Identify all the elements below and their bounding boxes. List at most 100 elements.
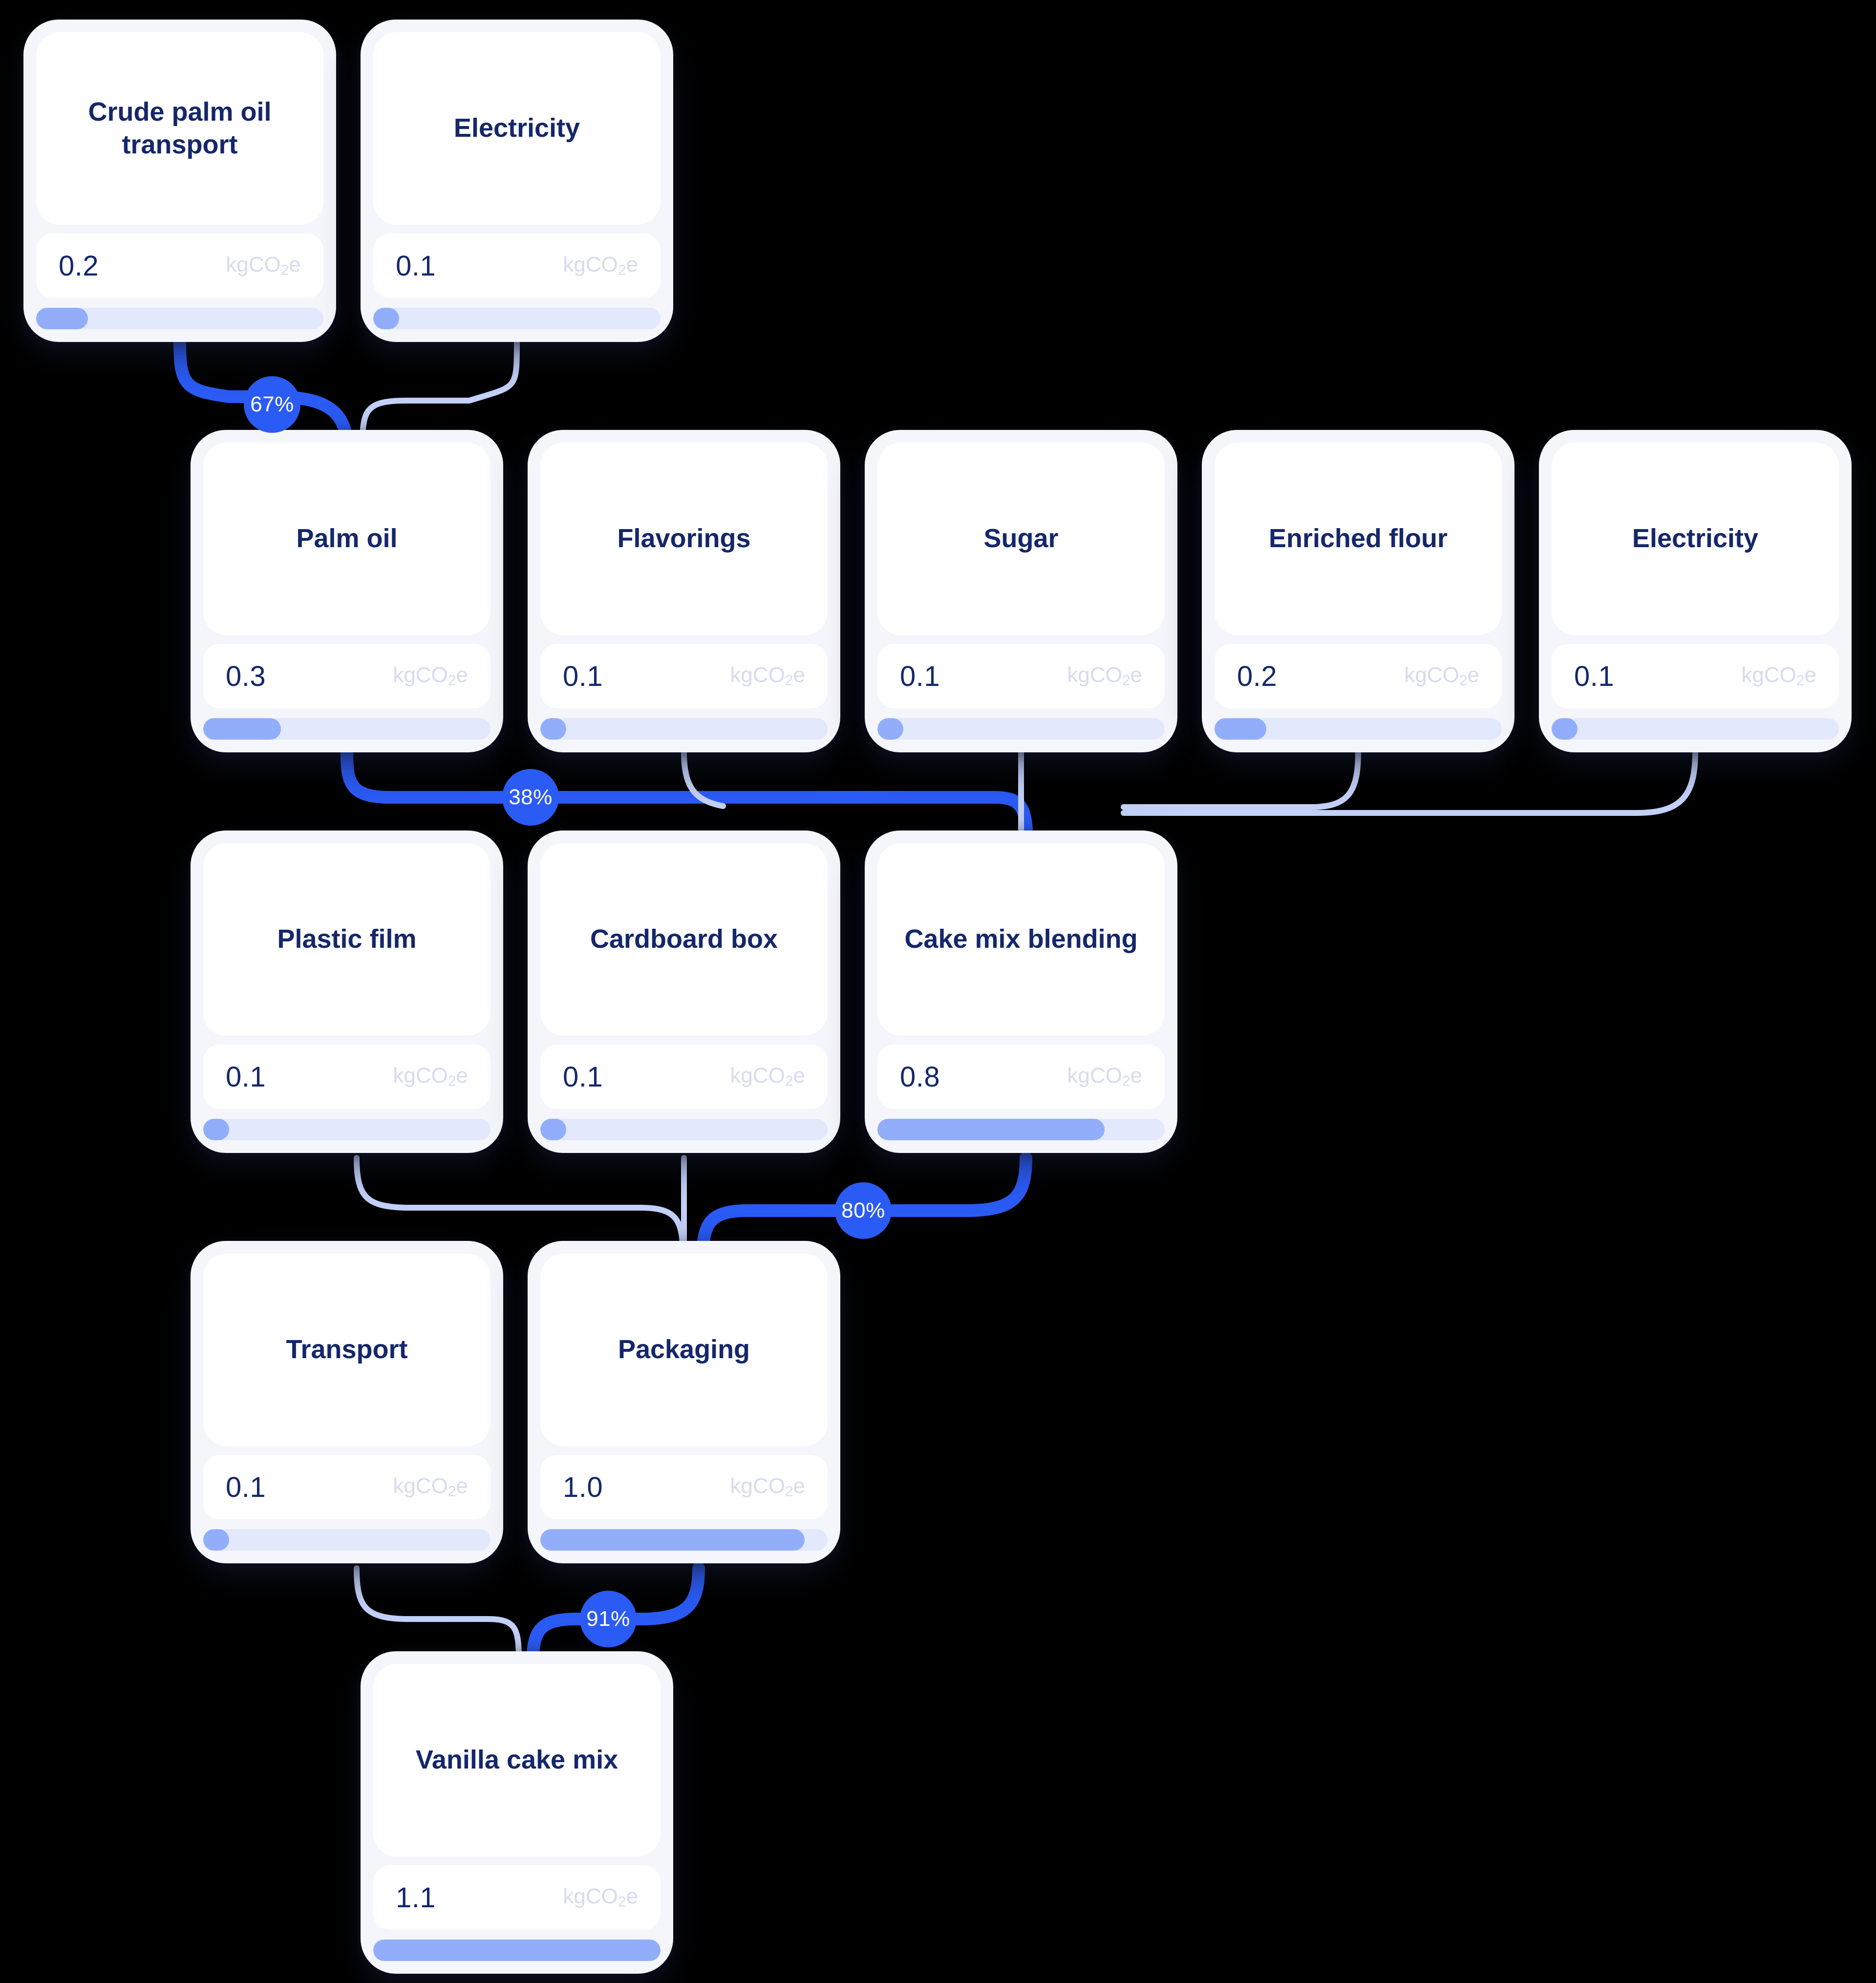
node-value-panel: 0.3 kgCO2e [203, 644, 490, 708]
emission-bar-fill [540, 718, 566, 740]
node-value: 0.1 [226, 1061, 266, 1093]
node-value-panel: 1.0 kgCO2e [540, 1455, 828, 1519]
node-title: Sugar [877, 443, 1165, 635]
node-cake-mix-blending[interactable]: Cake mix blending 0.8 kgCO2e [865, 831, 1177, 1153]
edge-percent-badge-38[interactable]: 38% [502, 769, 559, 826]
node-value-panel: 0.2 kgCO2e [1215, 644, 1502, 708]
node-value-panel: 1.1 kgCO2e [373, 1865, 661, 1930]
emission-bar [877, 718, 1165, 740]
emission-bar-fill [36, 308, 88, 329]
node-value: 0.1 [226, 1471, 266, 1503]
node-title: Palm oil [203, 443, 490, 635]
edge-electricity-to-palm-oil [359, 339, 520, 457]
emission-bar [1215, 718, 1502, 740]
node-unit: kgCO2e [563, 1884, 638, 1910]
emission-bar [877, 1119, 1165, 1140]
node-unit: kgCO2e [730, 663, 805, 689]
emission-bar-fill [877, 718, 903, 740]
node-unit: kgCO2e [730, 1064, 805, 1089]
emission-bar-fill [373, 1940, 661, 1961]
node-title: Plastic film [203, 843, 490, 1036]
emission-bar [36, 308, 323, 329]
edge-percent-badge-67[interactable]: 67% [244, 376, 300, 433]
edge-flavorings-to-blending [681, 749, 726, 809]
node-title: Electricity [373, 32, 661, 225]
emission-bar [373, 308, 661, 329]
edge-plastic-to-packaging [354, 1155, 686, 1263]
node-title: Crude palm oil transport [36, 32, 323, 225]
node-value-panel: 0.2 kgCO2e [36, 234, 323, 298]
node-unit: kgCO2e [1067, 663, 1142, 689]
node-value-panel: 0.1 kgCO2e [540, 1045, 828, 1109]
edge-percent-badge-80[interactable]: 80% [835, 1182, 892, 1239]
edge-transport-to-cake-mix [354, 1565, 522, 1670]
node-unit: kgCO2e [1067, 1064, 1142, 1089]
edge-palm-oil-to-blending [341, 746, 1033, 857]
emission-bar [373, 1940, 661, 1961]
node-electricity-mid[interactable]: Electricity 0.1 kgCO2e [1539, 430, 1852, 752]
edge-flour-to-blending [1121, 749, 1361, 810]
edge-percent-badge-91[interactable]: 91% [580, 1591, 637, 1647]
node-packaging[interactable]: Packaging 1.0 kgCO2e [528, 1241, 840, 1563]
emission-bar-fill [203, 1119, 229, 1140]
node-sugar[interactable]: Sugar 0.1 kgCO2e [865, 430, 1177, 752]
node-value: 0.3 [226, 660, 266, 692]
node-value: 0.1 [396, 250, 436, 282]
node-title: Flavorings [540, 443, 828, 635]
node-value-panel: 0.1 kgCO2e [203, 1045, 490, 1109]
node-value-panel: 0.1 kgCO2e [877, 644, 1165, 708]
emission-bar [540, 1119, 828, 1140]
emission-bar-fill [877, 1119, 1105, 1140]
emission-bar-fill [203, 718, 281, 740]
node-transport[interactable]: Transport 0.1 kgCO2e [191, 1241, 503, 1563]
node-title: Transport [203, 1254, 490, 1446]
node-title: Packaging [540, 1254, 828, 1446]
node-unit: kgCO2e [226, 253, 301, 278]
emission-bar-fill [540, 1119, 566, 1140]
node-value: 1.1 [396, 1881, 436, 1914]
emission-bar-fill [1552, 718, 1578, 740]
node-value-panel: 0.1 kgCO2e [540, 644, 828, 708]
node-cardboard-box[interactable]: Cardboard box 0.1 kgCO2e [528, 831, 840, 1153]
node-title: Enriched flour [1215, 443, 1502, 635]
node-plastic-film[interactable]: Plastic film 0.1 kgCO2e [191, 831, 503, 1153]
node-value: 0.1 [1574, 660, 1615, 692]
edge-electricity-mid-to-blending [1121, 749, 1698, 816]
emission-bar-fill [1215, 718, 1266, 740]
node-value-panel: 0.1 kgCO2e [1552, 644, 1839, 708]
edge-packaging-to-cake-mix [526, 1562, 705, 1676]
node-unit: kgCO2e [1404, 663, 1479, 689]
node-unit: kgCO2e [1741, 663, 1816, 689]
node-value: 0.1 [563, 660, 603, 692]
node-electricity-top[interactable]: Electricity 0.1 kgCO2e [361, 20, 673, 342]
emission-bar [1552, 718, 1839, 740]
node-value: 0.2 [1237, 660, 1278, 692]
emission-bar [203, 1119, 490, 1140]
emission-bar-fill [203, 1529, 229, 1551]
node-value: 0.8 [900, 1061, 940, 1093]
node-value: 1.0 [563, 1471, 603, 1503]
emission-bar [203, 1529, 490, 1551]
node-enriched-flour[interactable]: Enriched flour 0.2 kgCO2e [1202, 430, 1514, 752]
node-palm-oil[interactable]: Palm oil 0.3 kgCO2e [191, 430, 503, 752]
node-title: Electricity [1552, 443, 1839, 635]
node-title: Vanilla cake mix [373, 1664, 661, 1856]
emission-bar [540, 718, 828, 740]
node-vanilla-cake-mix[interactable]: Vanilla cake mix 1.1 kgCO2e [361, 1651, 673, 1974]
edge-blending-to-packaging [696, 1151, 1032, 1270]
node-unit: kgCO2e [393, 1474, 468, 1500]
node-title: Cake mix blending [877, 843, 1165, 1036]
emission-bar [540, 1529, 828, 1551]
node-unit: kgCO2e [563, 253, 638, 278]
node-value: 0.1 [900, 660, 940, 692]
node-value-panel: 0.1 kgCO2e [203, 1455, 490, 1519]
node-value: 0.2 [59, 250, 99, 282]
node-unit: kgCO2e [730, 1474, 805, 1500]
node-unit: kgCO2e [393, 1064, 468, 1089]
node-value-panel: 0.8 kgCO2e [877, 1045, 1165, 1109]
node-flavorings[interactable]: Flavorings 0.1 kgCO2e [528, 430, 840, 752]
node-crude-palm-oil-transport[interactable]: Crude palm oil transport 0.2 kgCO2e [23, 20, 336, 342]
node-value-panel: 0.1 kgCO2e [373, 234, 661, 298]
